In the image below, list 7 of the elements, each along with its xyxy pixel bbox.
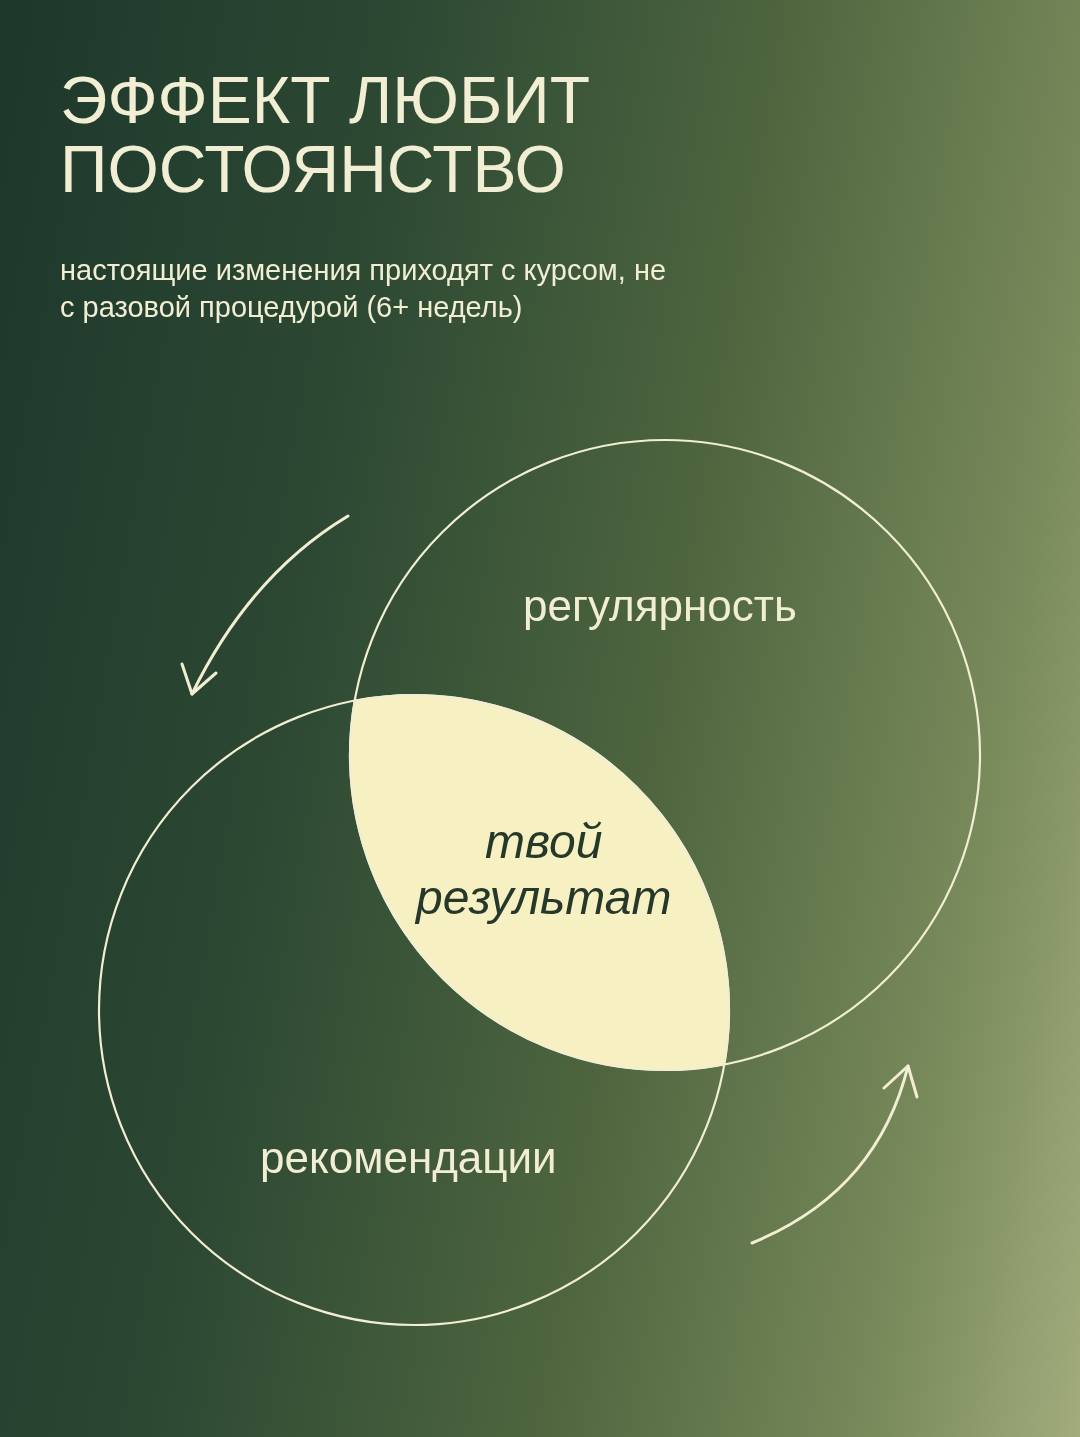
set-label: регулярность [523,581,797,631]
subtitle: настоящие изменения приходят с курсом, не с разовой процедурой (6+ недель) [60,253,668,325]
overlap-region [350,695,729,1070]
intersection-label: твой результат [416,814,672,926]
venn-circle [97,693,731,1327]
title: ЭФФЕКТ ЛЮБИТ ПОСТОЯНСТВО [60,66,591,204]
set-label: рекомендации [260,1133,557,1183]
